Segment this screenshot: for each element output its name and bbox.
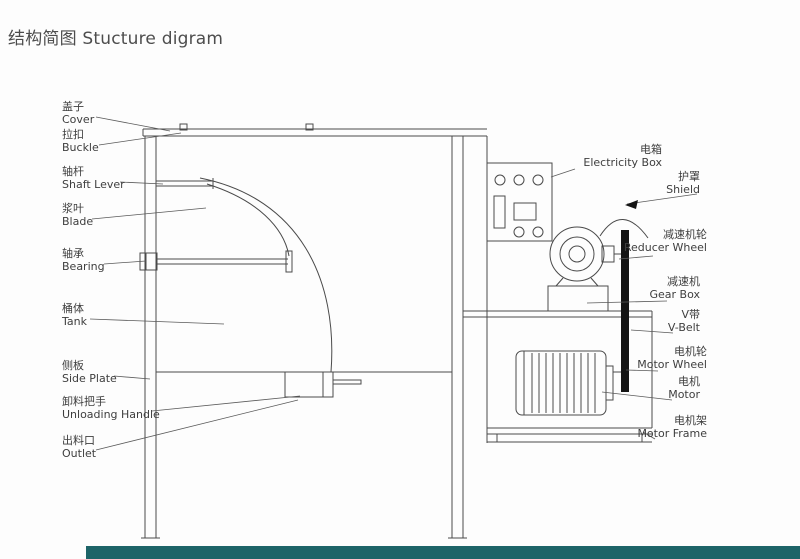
label-motor-wheel: 电机轮 Motor Wheel xyxy=(637,345,707,371)
label-bearing: 轴承 Bearing xyxy=(62,247,105,273)
label-unloading-handle-zh: 卸料把手 xyxy=(62,395,106,408)
label-side-plate: 侧板 Side Plate xyxy=(62,359,117,385)
motor-wheel-drawing xyxy=(605,365,614,401)
label-shield-en: Shield xyxy=(666,183,700,196)
shield-arrowhead xyxy=(625,200,638,209)
label-buckle-zh: 拉扣 xyxy=(62,128,84,141)
label-motor-zh: 电机 xyxy=(678,375,700,388)
label-v-belt: V带 V-Belt xyxy=(668,308,700,334)
label-tank: 桶体 Tank xyxy=(62,302,87,328)
label-shaft-lever-en: Shaft Lever xyxy=(62,178,125,191)
label-shaft-lever-zh: 轴杆 xyxy=(62,165,84,178)
label-reducer-wheel: 减速机轮 Reducer Wheel xyxy=(624,228,707,254)
label-motor: 电机 Motor xyxy=(668,375,700,401)
label-shield: 护罩 Shield xyxy=(666,170,700,196)
label-outlet-zh: 出料口 xyxy=(62,434,95,447)
label-motor-en: Motor xyxy=(668,388,700,401)
electricity-box-drawing xyxy=(486,162,553,242)
label-blade-zh: 浆叶 xyxy=(62,202,84,215)
label-unloading-handle-en: Unloading Handle xyxy=(62,408,160,421)
gear-box-drawing xyxy=(547,226,615,312)
leader-lines xyxy=(89,116,698,451)
unloading-handle-drawing xyxy=(332,379,362,385)
label-buckle-en: Buckle xyxy=(62,141,99,154)
shaft-lever-drawing xyxy=(156,178,214,189)
outlet-drawing xyxy=(284,371,362,398)
v-belt-drawing xyxy=(613,230,629,392)
label-blade-en: Blade xyxy=(62,215,94,228)
page-title: 结构简图 Stucture digram xyxy=(8,29,224,49)
label-motor-wheel-en: Motor Wheel xyxy=(637,358,707,371)
label-blade: 浆叶 Blade xyxy=(62,202,93,228)
label-electricity-box-zh: 电箱 xyxy=(640,143,662,156)
label-cover-en: Cover xyxy=(62,113,95,126)
cover-drawing xyxy=(142,123,487,137)
label-gear-box-zh: 减速机 xyxy=(667,275,700,288)
label-motor-frame: 电机架 Motor Frame xyxy=(637,414,707,440)
label-bearing-en: Bearing xyxy=(62,260,105,273)
label-gear-box-en: Gear Box xyxy=(649,288,701,301)
label-cover: 盖子 Cover xyxy=(62,100,94,126)
label-tank-en: Tank xyxy=(62,315,87,328)
motor-frame-drawing xyxy=(487,427,652,443)
blade-drawing xyxy=(199,177,333,373)
label-electricity-box: 电箱 Electricity Box xyxy=(583,143,662,169)
label-bearing-zh: 轴承 xyxy=(62,247,84,260)
label-motor-frame-en: Motor Frame xyxy=(637,427,707,440)
label-outlet: 出料口 Outlet xyxy=(62,434,96,460)
buckle-drawing xyxy=(179,123,188,131)
shield-drawing xyxy=(599,219,649,239)
label-buckle: 拉扣 Buckle xyxy=(62,128,99,154)
label-reducer-wheel-zh: 减速机轮 xyxy=(663,228,707,241)
buckle-drawing-2 xyxy=(305,123,314,131)
label-shaft-lever: 轴杆 Shaft Lever xyxy=(62,165,125,191)
label-shield-zh: 护罩 xyxy=(678,170,700,183)
label-unloading-handle: 卸料把手 Unloading Handle xyxy=(62,395,160,421)
label-outlet-en: Outlet xyxy=(62,447,97,460)
label-motor-frame-zh: 电机架 xyxy=(674,414,707,427)
label-motor-wheel-zh: 电机轮 xyxy=(674,345,707,358)
label-gear-box: 减速机 Gear Box xyxy=(650,275,701,301)
label-side-plate-zh: 侧板 xyxy=(62,359,84,372)
label-tank-zh: 桶体 xyxy=(62,302,84,315)
label-electricity-box-en: Electricity Box xyxy=(583,156,662,169)
label-reducer-wheel-en: Reducer Wheel xyxy=(623,241,707,254)
label-side-plate-en: Side Plate xyxy=(62,372,117,385)
bearing-drawing xyxy=(139,250,293,273)
label-cover-zh: 盖子 xyxy=(62,100,84,113)
tank-drawing xyxy=(141,136,467,539)
label-v-belt-zh: V带 xyxy=(681,308,700,321)
bottom-accent-bar xyxy=(86,546,800,559)
label-v-belt-en: V-Belt xyxy=(667,321,700,334)
motor-drawing xyxy=(515,350,614,416)
